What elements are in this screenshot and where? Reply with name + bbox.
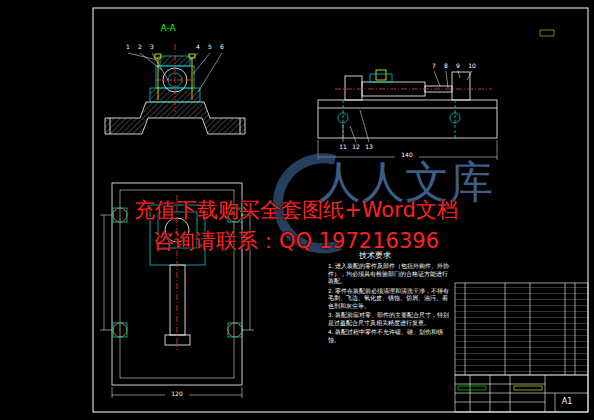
callout-number: 2 <box>137 44 143 51</box>
callout-number: 7 <box>431 63 437 70</box>
front-view <box>318 70 497 160</box>
watermark: 充值下载购买全套图纸+Word文档 <box>134 199 458 222</box>
callout-number: 10 <box>467 63 477 70</box>
dimension: 120 <box>170 391 183 398</box>
callout-number: 13 <box>364 144 374 151</box>
callout-number: 5 <box>207 44 213 51</box>
callout-number: 4 <box>195 44 201 51</box>
callout-number: 3 <box>149 44 155 51</box>
callout-number: 6 <box>219 44 225 51</box>
watermark: 咨询请联系：QQ 197216396 <box>153 230 439 253</box>
callout-number: 12 <box>351 144 361 151</box>
title-block <box>455 375 588 412</box>
drawing-frame <box>93 8 588 412</box>
section-view <box>105 44 245 134</box>
parts-list <box>455 283 588 375</box>
technical-note: 1. 进入装配的零件及部件（包括外购件、外协件），均必须具有检验部门的合格证方能… <box>328 263 452 286</box>
view-label: A-A <box>160 24 175 34</box>
notes-heading: 技术要求 <box>358 252 392 261</box>
technical-note: 3. 装配前应对零、部件的主要配合尺寸，特别是过盈配合尺寸及相关精度进行复查。 <box>328 312 452 327</box>
sheet-size: A1 <box>562 398 573 407</box>
callout-number: 11 <box>338 144 348 151</box>
technical-note: 2. 零件在装配前必须清理和清洗干净，不得有毛刺、飞边、氧化皮、锈蚀、切屑、油污… <box>328 288 452 311</box>
callout-number: 1 <box>125 44 131 51</box>
callout-number: 9 <box>455 63 461 70</box>
callout-number: 8 <box>443 63 449 70</box>
technical-note: 4. 装配过程中零件不允许磕、碰、划伤和锈蚀。 <box>328 329 452 344</box>
surface-mark <box>540 30 554 36</box>
